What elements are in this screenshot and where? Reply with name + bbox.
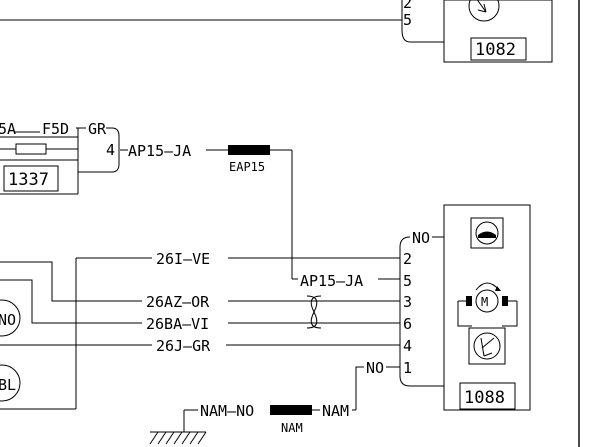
wire-label: 26AZ—OR xyxy=(146,293,210,311)
connector-1337-id-box xyxy=(3,165,59,192)
connector-1082-id-box xyxy=(470,37,527,61)
connector-1088-bracket xyxy=(399,236,444,387)
connector-1082-body xyxy=(443,0,553,63)
splice-label: EAP15 xyxy=(229,160,265,174)
motor-icon: M xyxy=(457,282,518,327)
pin-label: 2 xyxy=(403,250,412,268)
sensor-icon xyxy=(468,0,500,22)
connector-1337-bracket xyxy=(78,127,120,173)
connector-1088-body xyxy=(443,204,531,411)
fuse-icon xyxy=(15,143,47,155)
wire-label: 26BA—VI xyxy=(146,315,209,333)
symbol-label: BL xyxy=(0,376,16,394)
connector-1082-bracket xyxy=(401,0,444,43)
component-circle xyxy=(0,364,21,402)
connector-1082-id: 1082 xyxy=(475,40,516,60)
wire-label: NAM—NO xyxy=(200,402,254,420)
wire-label: 26J—GR xyxy=(156,337,211,355)
left-symbols: NO BL xyxy=(0,258,77,410)
pin-label: 3 xyxy=(403,293,412,311)
connector-1088-id: 1088 xyxy=(464,388,505,408)
pin-label: 2 xyxy=(403,0,412,12)
harness-wires: 26I—VE 26AZ—OR 26BA—VI 26J—GR NO xyxy=(0,250,400,410)
steering-wheel-icon xyxy=(470,217,504,249)
wire-label: NAM xyxy=(322,402,349,420)
pin-label: 5 xyxy=(403,272,412,290)
connector-1088-id-box xyxy=(459,382,516,410)
pin-label: 6 xyxy=(403,315,412,333)
wire-color-label: GR xyxy=(88,120,107,138)
ground-circuit: NAM—NO NAM NAM xyxy=(149,402,356,445)
splice-eap15 xyxy=(228,145,270,155)
fuse-label-left: 5A xyxy=(0,120,16,138)
pin-label: 5 xyxy=(403,11,412,29)
wire-label: 26I—VE xyxy=(156,250,210,268)
wire-label: AP15—JA xyxy=(128,142,191,160)
ground-icon xyxy=(149,410,207,445)
connector-1082: 2 5 1082 xyxy=(0,0,553,63)
splice-nam xyxy=(270,405,312,415)
connector-1088: NO 2 5 3 6 4 1 M 1088 xyxy=(399,204,531,411)
connector-color: NO xyxy=(412,229,430,247)
pin-label: 4 xyxy=(106,141,115,159)
twisted-pair-icon xyxy=(306,295,322,329)
wire-label: NO xyxy=(366,359,384,377)
connector-1337-id: 1337 xyxy=(8,170,49,190)
wire-label: AP15—JA xyxy=(300,272,363,290)
svg-text:M: M xyxy=(481,295,488,309)
fuse-label: F5D xyxy=(42,120,69,138)
pin-label: 1 xyxy=(403,359,412,377)
connector-1337: 5A F5D GR 4 1337 xyxy=(0,120,120,195)
symbol-label: NO xyxy=(0,311,16,329)
wire-ap15: AP15—JA EAP15 AP15—JA xyxy=(120,142,400,290)
sensor-icon xyxy=(468,327,506,365)
component-circle xyxy=(0,299,21,337)
pin-label: 4 xyxy=(403,337,412,355)
splice-label: NAM xyxy=(281,421,303,435)
